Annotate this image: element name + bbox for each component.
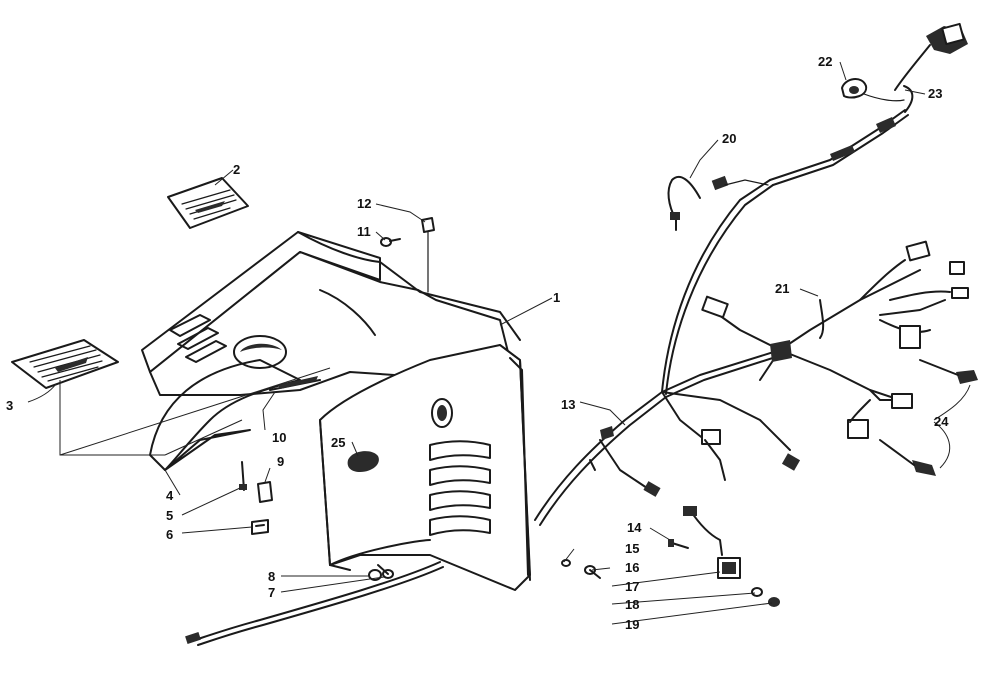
console-body bbox=[141, 231, 531, 591]
leader-lines bbox=[27, 61, 971, 625]
callout-24: 24 bbox=[934, 414, 949, 429]
callout-14: 14 bbox=[627, 520, 642, 535]
callout-23: 23 bbox=[928, 86, 942, 101]
bracket-12 bbox=[421, 217, 435, 293]
callout-10: 10 bbox=[272, 430, 286, 445]
callout-11: 11 bbox=[357, 224, 371, 239]
callout-21: 21 bbox=[775, 281, 789, 296]
callout-9: 9 bbox=[277, 454, 284, 469]
callout-16: 16 bbox=[625, 560, 639, 575]
callout-7: 7 bbox=[268, 585, 275, 600]
callout-6: 6 bbox=[166, 527, 173, 542]
callout-labels: 1 2 3 4 5 6 7 8 9 10 11 12 13 14 15 16 1… bbox=[6, 54, 949, 632]
callout-3: 3 bbox=[6, 398, 13, 413]
callout-25: 25 bbox=[331, 435, 345, 450]
callout-2: 2 bbox=[233, 162, 240, 177]
decal-large bbox=[11, 339, 119, 389]
clip-9 bbox=[257, 481, 273, 503]
decal-small bbox=[167, 177, 249, 229]
callout-20: 20 bbox=[722, 131, 736, 146]
wiring-harness bbox=[534, 22, 978, 607]
clip-6 bbox=[251, 519, 269, 535]
callout-1: 1 bbox=[553, 290, 560, 305]
callout-17: 17 bbox=[625, 579, 639, 594]
lower-cable bbox=[185, 561, 444, 646]
callout-12: 12 bbox=[357, 196, 371, 211]
callout-8: 8 bbox=[268, 569, 275, 584]
callout-22: 22 bbox=[818, 54, 832, 69]
callout-4: 4 bbox=[166, 488, 174, 503]
callout-13: 13 bbox=[561, 397, 575, 412]
screw-7 bbox=[377, 564, 394, 579]
callout-19: 19 bbox=[625, 617, 639, 632]
callout-18: 18 bbox=[625, 597, 639, 612]
callout-5: 5 bbox=[166, 508, 173, 523]
screw-11 bbox=[380, 237, 401, 247]
screw-5 bbox=[239, 461, 247, 491]
callout-15: 15 bbox=[625, 541, 639, 556]
